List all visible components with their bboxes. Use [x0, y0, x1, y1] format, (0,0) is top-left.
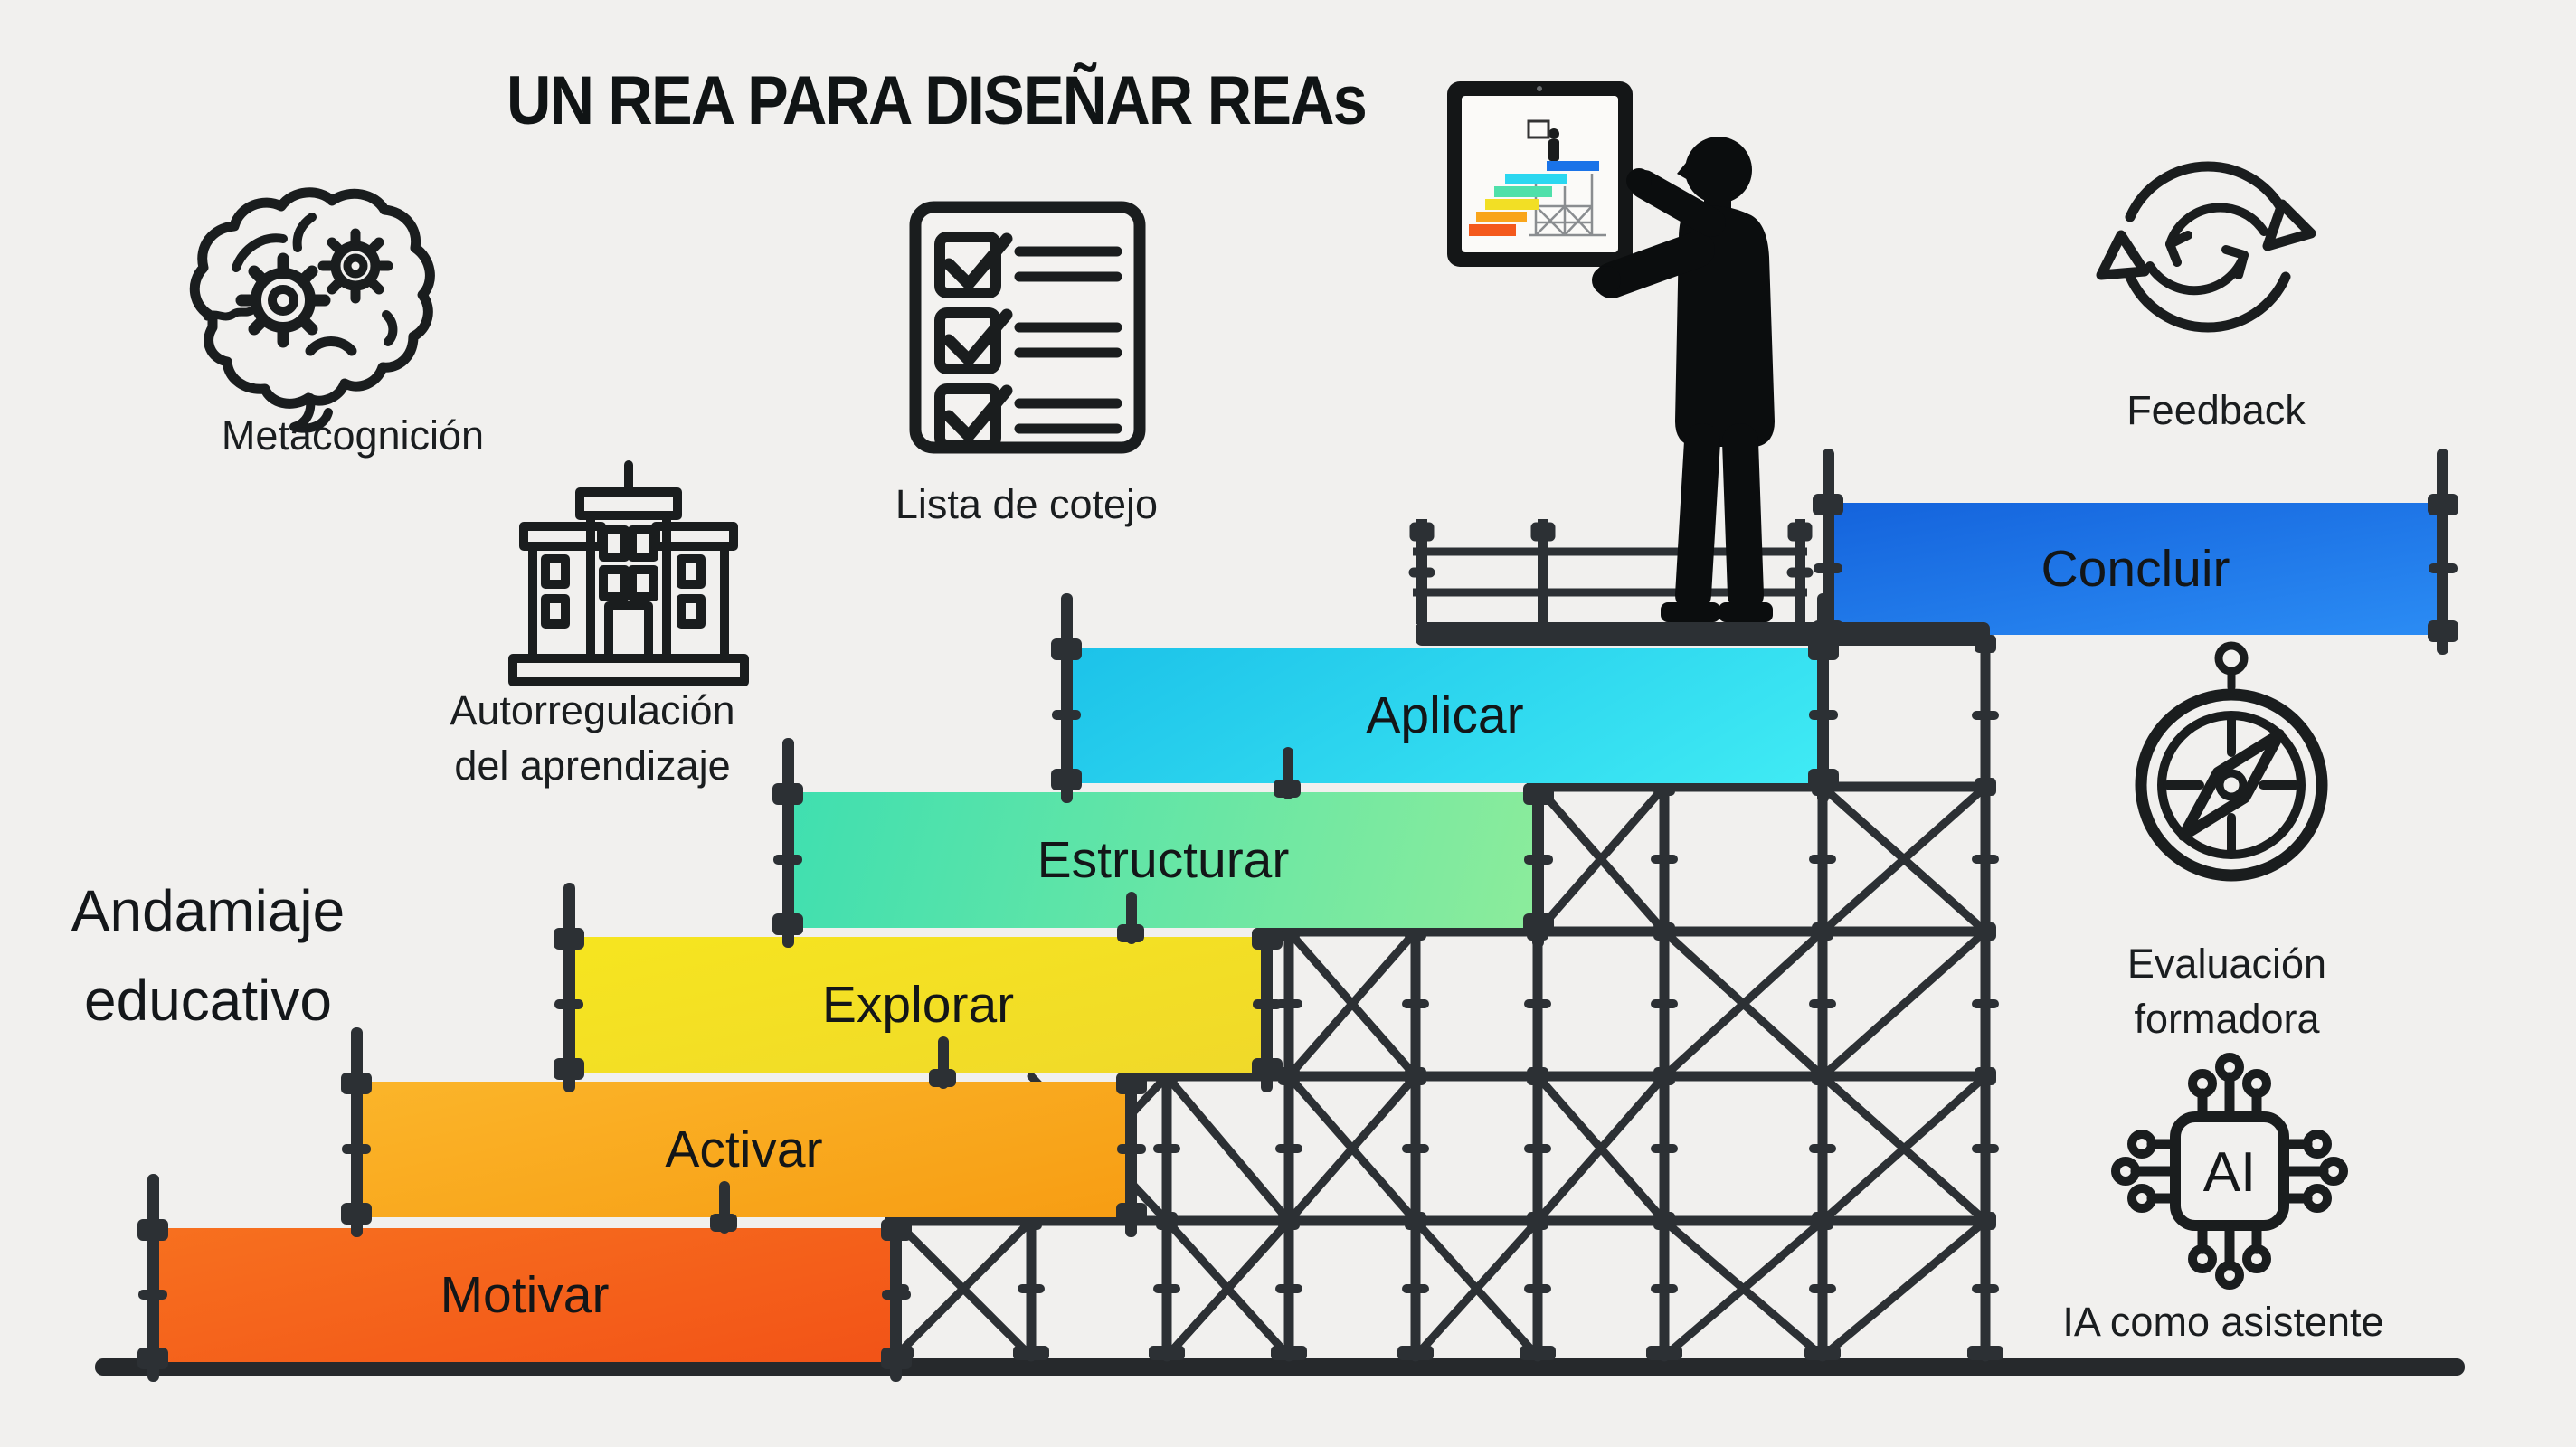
step-label: Aplicar	[1366, 686, 1524, 744]
brain-gears-icon	[189, 187, 435, 433]
step-label: Concluir	[2041, 540, 2230, 598]
scaffold-clamp	[137, 1348, 168, 1369]
scaffold-clamp	[554, 1058, 584, 1080]
autorregulacion-label: Autorregulación del aprendizaje	[450, 687, 735, 789]
metacognicion-label: Metacognición	[221, 412, 485, 459]
tablet-mini-infographic	[1469, 119, 1606, 237]
scaffold-clamp	[1117, 1144, 1146, 1154]
scaffold-clamp	[1813, 494, 1843, 515]
scaffold-clamp	[882, 1290, 911, 1300]
scaffold-clamp	[1814, 563, 1842, 573]
step-explorar: Explorar	[554, 883, 1283, 1092]
feedback-cycle-icon	[2096, 161, 2316, 333]
school-building-icon	[508, 460, 749, 686]
scaffold-clamp	[1523, 913, 1554, 935]
scaffold-clamp	[881, 1348, 912, 1369]
step-label: Estructurar	[1037, 831, 1290, 889]
scaffold-clamp	[929, 1069, 956, 1087]
scaffold-clamp	[2429, 563, 2458, 573]
scaffold-clamp	[772, 913, 803, 935]
scaffold-clamp	[2428, 620, 2458, 642]
gear-small	[317, 228, 393, 304]
step-activar: Activar	[341, 1027, 1147, 1237]
scaffold-clamp	[1051, 638, 1082, 660]
scaffold-clamp	[1051, 769, 1082, 790]
scaffold-clamp	[1116, 1203, 1147, 1225]
scaffold-clamp	[881, 1219, 912, 1241]
scaffold-clamp	[1117, 924, 1144, 942]
ia-asistente-label: IA como asistente	[2062, 1299, 2384, 1345]
ground-line	[95, 1358, 2465, 1376]
step-estructurar: Estructurar	[772, 738, 1554, 948]
scaffold-clamp	[1252, 928, 1283, 950]
scaffold-clamp	[342, 1144, 371, 1154]
scaffold-clamp	[1253, 999, 1282, 1009]
scaffold-clamp	[772, 783, 803, 805]
scaffold-clamp	[138, 1290, 167, 1300]
step-label: Motivar	[440, 1266, 610, 1324]
tablet	[1447, 81, 1633, 267]
scaffold-clamp	[554, 928, 584, 950]
page-title: UN REA PARA DISEÑAR REAs	[507, 62, 1368, 139]
man-with-tablet	[1447, 81, 1775, 622]
scaffold-clamp	[1524, 855, 1553, 865]
scaffold-clamp	[341, 1073, 372, 1094]
scaffold-clamp	[1052, 710, 1081, 720]
scaffold-clamp	[1274, 780, 1301, 798]
ai-chip-icon: AI	[2111, 1053, 2348, 1290]
scaffold-clamp	[1809, 710, 1838, 720]
scaffold-clamp	[137, 1219, 168, 1241]
compass-icon	[2135, 641, 2328, 882]
lista-cotejo-label: Lista de cotejo	[895, 481, 1159, 527]
gear-large	[235, 252, 331, 348]
scaffold-clamp	[1808, 769, 1839, 790]
evaluacion-label: Evaluación formadora	[2126, 941, 2327, 1042]
checklist-icon	[909, 201, 1146, 454]
man-silhouette	[1592, 137, 1775, 622]
step-motivar: Motivar	[137, 1174, 912, 1382]
andamiaje-title: Andamiaje educativo	[71, 878, 346, 1034]
scaffold-clamp	[341, 1203, 372, 1225]
scaffold-clamp	[1523, 783, 1554, 805]
scaffold-clamp	[773, 855, 802, 865]
feedback-label: Feedback	[2126, 387, 2306, 433]
step-aplicar: Aplicar	[1051, 593, 1839, 803]
scaffold-clamp	[2428, 494, 2458, 515]
scaffold-clamp	[1116, 1073, 1147, 1094]
step-label: Explorar	[821, 976, 1015, 1034]
ai-chip-text: AI	[2203, 1141, 2257, 1204]
scaffold-clamp	[710, 1214, 737, 1232]
step-label: Activar	[665, 1121, 823, 1178]
scaffold-clamp	[554, 999, 583, 1009]
scaffold-clamp	[1252, 1058, 1283, 1080]
